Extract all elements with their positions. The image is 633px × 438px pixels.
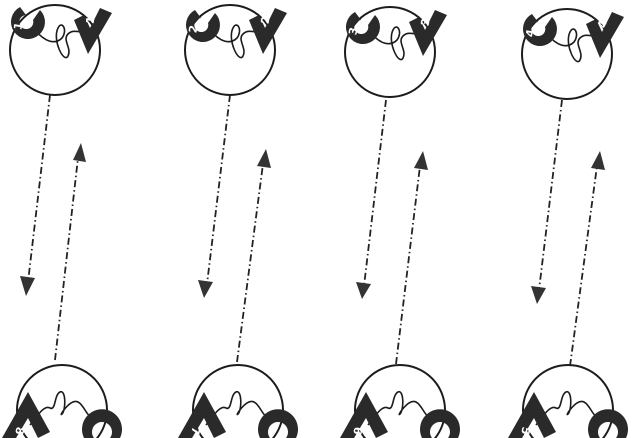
down-arrow-1 bbox=[28, 95, 50, 282]
bottom-unit-5: 5 5 bbox=[508, 365, 628, 438]
top-unit-3-c-label: 3 bbox=[346, 26, 360, 36]
top-unit-4-v-shape bbox=[586, 12, 624, 58]
down-arrow-3 bbox=[364, 100, 386, 286]
bottom-unit-5-c-label: 5 bbox=[596, 397, 610, 407]
top-unit-2-c-label: 2 bbox=[186, 24, 200, 34]
up-arrow-3 bbox=[396, 166, 420, 364]
down-arrow-2-head bbox=[198, 280, 213, 298]
top-unit-3-v-shape bbox=[409, 10, 447, 56]
bottom-unit-7-c-label: 7 bbox=[266, 397, 280, 407]
top-unit-4: 4 4 bbox=[522, 9, 624, 99]
top-unit-2-v-label: 2 bbox=[259, 15, 273, 25]
up-arrow-4 bbox=[570, 166, 597, 366]
up-arrow-3-head bbox=[414, 151, 428, 170]
top-unit-3: 3 3 bbox=[345, 7, 447, 97]
bottom-unit-6: 6 6 bbox=[340, 365, 460, 438]
top-unit-1-v-label: 1 bbox=[84, 15, 98, 25]
up-arrow-1-head bbox=[73, 143, 86, 162]
top-unit-2-v-shape bbox=[249, 8, 287, 54]
down-arrow-1-head bbox=[20, 276, 35, 296]
down-arrow-4-head bbox=[531, 286, 546, 304]
arrow-pair-3 bbox=[356, 100, 428, 364]
down-arrow-3-head bbox=[356, 282, 371, 299]
bottom-unit-6-c-label: 6 bbox=[428, 397, 442, 407]
top-unit-3-v-label: 3 bbox=[419, 17, 433, 27]
top-unit-4-v-label: 4 bbox=[596, 19, 610, 29]
top-unit-1-c-label: 1 bbox=[11, 21, 25, 31]
up-arrow-2 bbox=[237, 164, 263, 362]
arrow-pair-2 bbox=[198, 95, 271, 362]
top-unit-1-v-shape bbox=[74, 8, 112, 54]
arrow-pair-4 bbox=[531, 100, 605, 366]
bottom-unit-7: 7 7 bbox=[178, 365, 298, 438]
up-arrow-2-head bbox=[257, 149, 271, 168]
up-arrow-4-head bbox=[591, 151, 605, 170]
top-unit-1: 1 1 bbox=[10, 5, 112, 95]
top-unit-2: 2 2 bbox=[185, 5, 287, 95]
up-arrow-1 bbox=[55, 158, 78, 360]
down-arrow-2 bbox=[207, 95, 230, 284]
down-arrow-4 bbox=[539, 100, 562, 290]
top-unit-4-c-label: 4 bbox=[523, 28, 537, 38]
bottom-unit-8-c-label: 8 bbox=[90, 397, 104, 407]
bottom-unit-8: 8 8 bbox=[2, 365, 122, 438]
arrow-pair-1 bbox=[20, 95, 86, 360]
